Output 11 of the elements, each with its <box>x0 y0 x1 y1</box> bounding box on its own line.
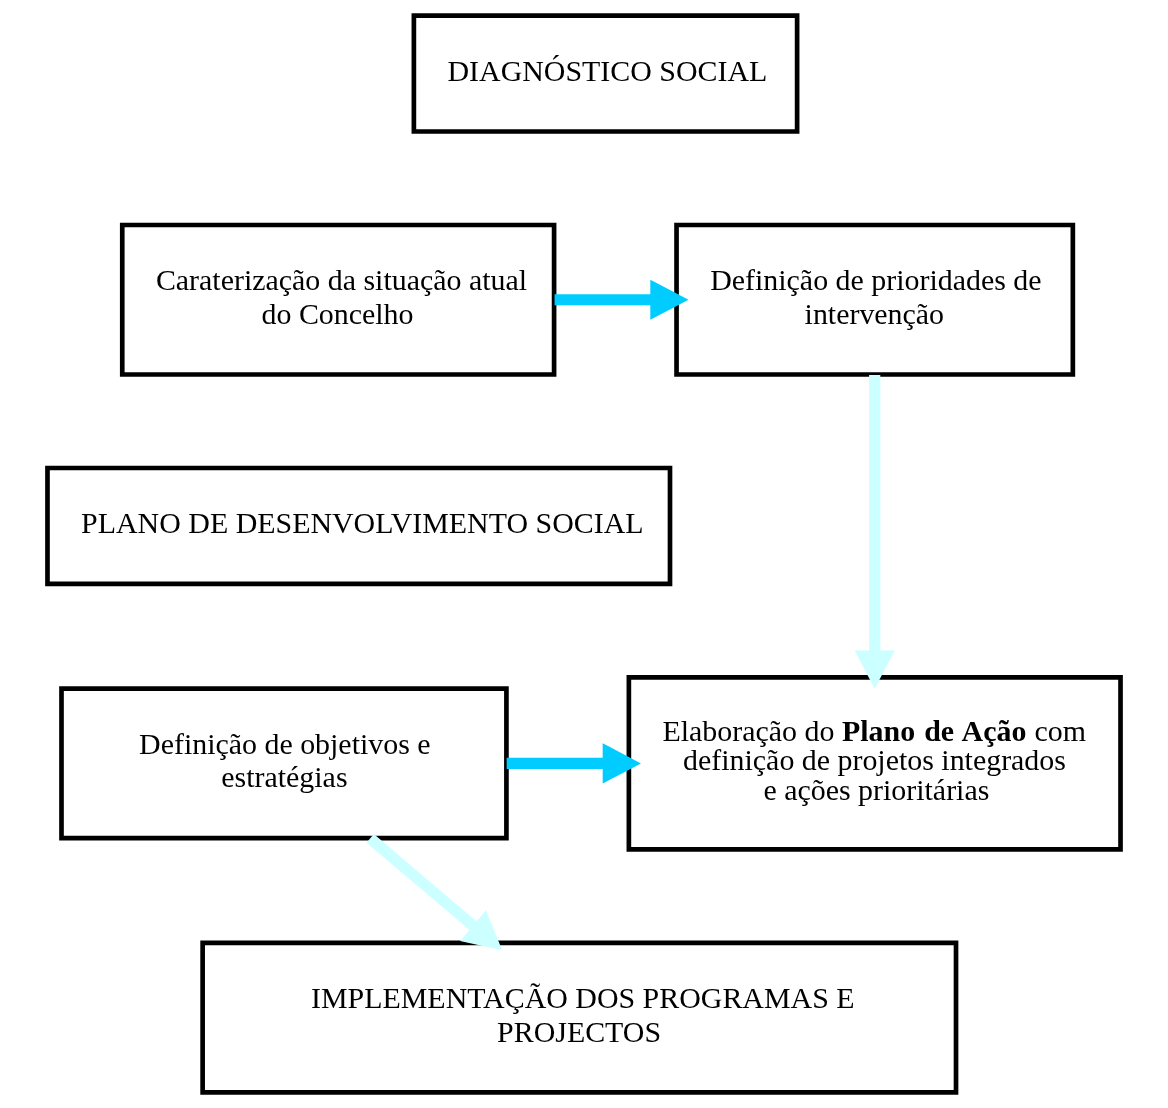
node-box: Definição de prioridades de intervenção <box>674 222 1076 377</box>
node-box: PLANO DE DESENVOLVIMENTO SOCIAL <box>45 465 673 587</box>
arrow <box>554 279 689 320</box>
arrow <box>366 834 503 951</box>
node-box: IMPLEMENTAÇÃO DOS PROGRAMAS E PROJECTOS <box>200 940 959 1095</box>
node-box: Caraterização da situação atual do Concelho <box>119 222 557 377</box>
node-box: Elaboração do Plano de Ação com definição de projetos integrados e ações prioritárias <box>626 675 1123 852</box>
node-box: Definição de objetivos e estratégias <box>59 686 509 841</box>
arrow <box>506 743 641 784</box>
arrow <box>854 375 895 689</box>
node-box: DIAGNÓSTICO SOCIAL <box>411 13 800 134</box>
